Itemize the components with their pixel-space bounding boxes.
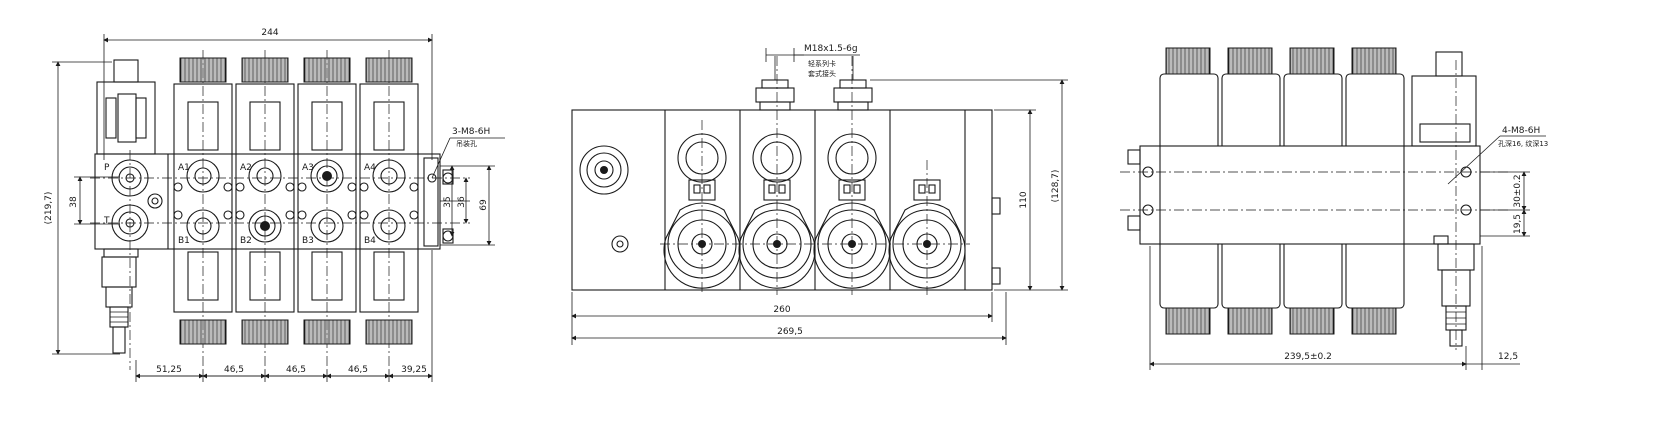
left-valve-sections [173,57,419,345]
right-thread-note: 4-M8-6H [1502,126,1540,136]
left-dim-overall: (219,7) [44,192,54,225]
port-a4: A4 [364,163,376,173]
left-dim-inner: 38 [69,196,79,208]
left-thread-note: 3-M8-6H [452,127,490,137]
middle-dim-width-overall: 269,5 [777,327,803,337]
middle-thread-note: M18x1.5-6g [804,44,858,54]
right-dim-offset: 12,5 [1498,352,1518,362]
port-t: T [103,216,110,226]
port-b2: B2 [240,236,252,246]
port-a3: A3 [302,163,314,173]
middle-thread-sub1: 轻系列卡 [808,59,836,68]
port-b1: B1 [178,236,190,246]
middle-dim-height-overall: (128,7) [1051,170,1061,203]
left-dim-top: 244 [261,28,278,38]
bottom-dim-4: 46,5 [348,365,368,375]
middle-thread-sub2: 套式接头 [808,69,836,78]
right-dim-a: 30±0.2 [1513,174,1523,207]
port-b4: B4 [364,236,376,246]
left-view: 244 (219,7) 38 P T [44,28,505,382]
bottom-dim-2: 46,5 [224,365,244,375]
right-thread-sub: 孔深16, 纹深13 [1498,139,1548,148]
left-thread-sub: 吊装孔 [456,139,477,148]
port-p: P [104,163,110,173]
bottom-dim-5: 39,25 [401,365,427,375]
right-view: 4-M8-6H 孔深16, 纹深13 30±0.2 19,5 239,5±0.2… [1120,47,1548,370]
middle-dim-width-inner: 260 [773,305,790,315]
right-dim-b: 19,5 [1513,214,1523,234]
middle-dim-height-inner: 110 [1019,191,1029,208]
left-dim-right-c: 69 [479,199,489,211]
left-dim-right-a: 35 [443,196,453,207]
right-dim-width: 239,5±0.2 [1284,352,1332,362]
port-a2: A2 [240,163,252,173]
port-a1: A1 [178,163,190,173]
bottom-dim-3: 46,5 [286,365,306,375]
bottom-dim-1: 51,25 [156,365,182,375]
right-coils [1159,47,1405,335]
port-b3: B3 [302,236,314,246]
left-dim-right-b: 36 [457,196,467,208]
middle-view: M18x1.5-6g 轻系列卡 套式接头 110 (128,7) 260 269… [571,44,1068,345]
